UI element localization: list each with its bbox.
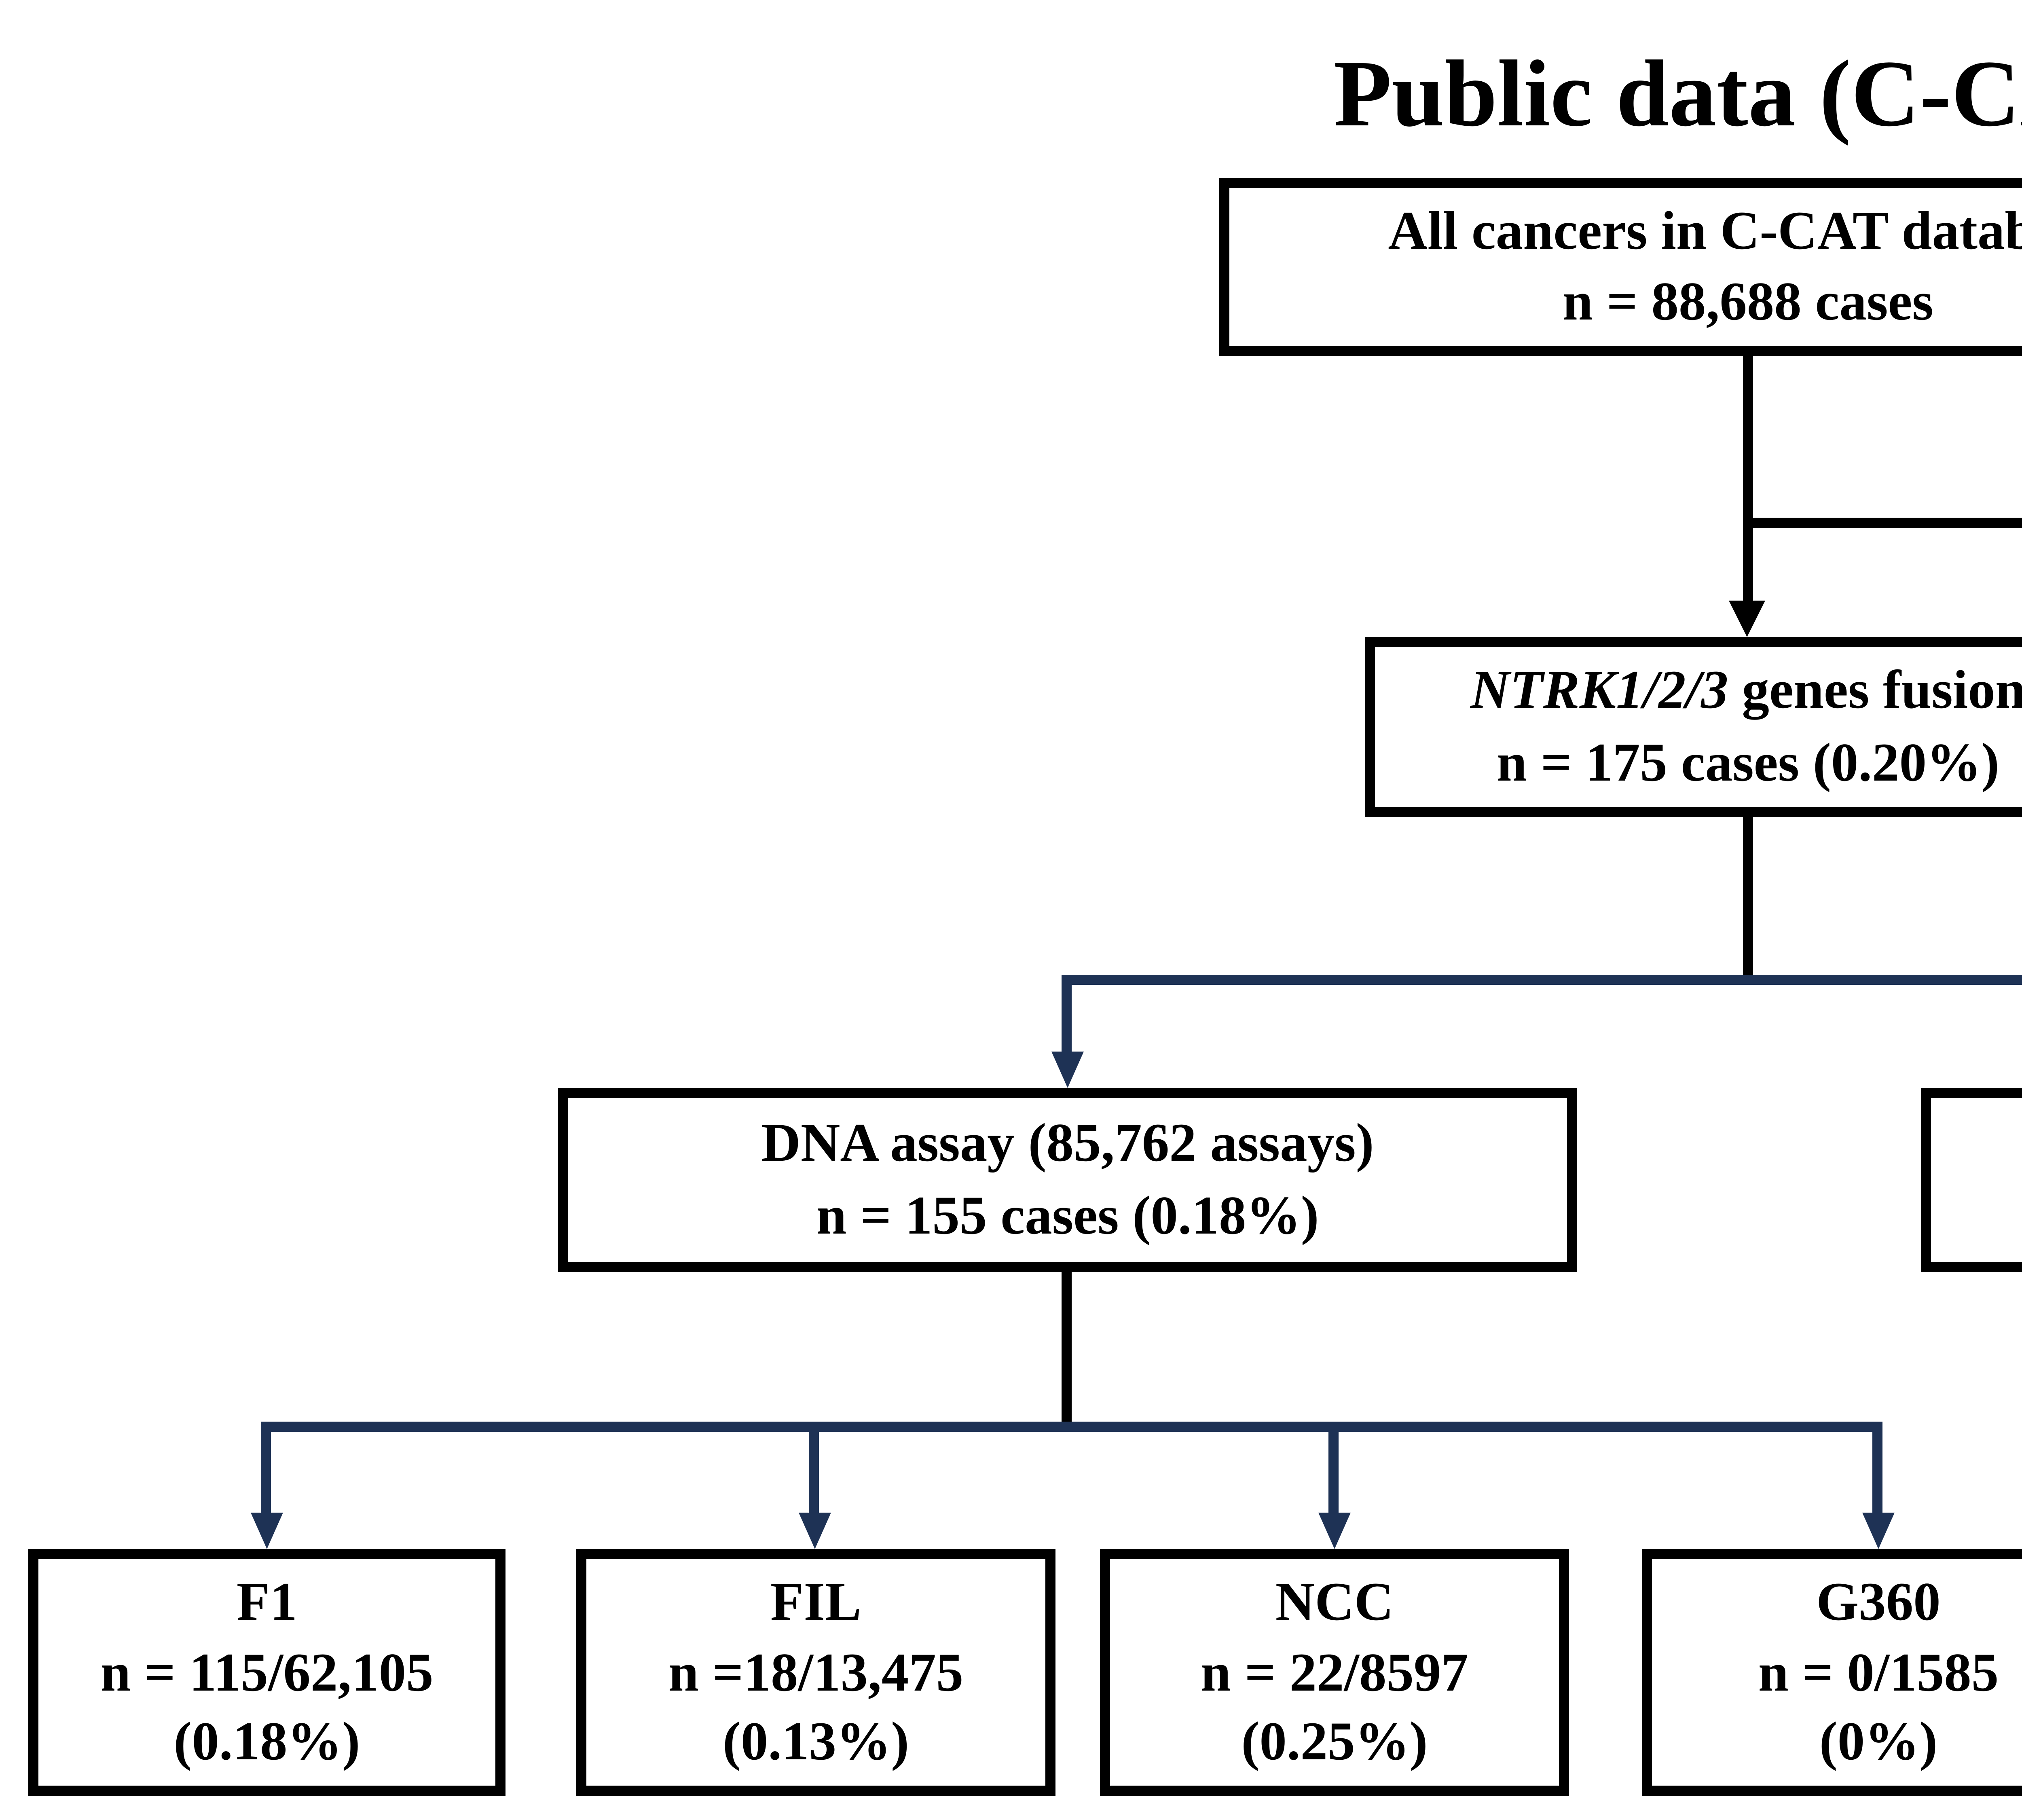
box-ntrk-fusion-line2: n = 175 cases (0.20%) — [1496, 731, 2000, 792]
box-f1-line3: (0.18%) — [173, 1711, 360, 1772]
box-dna-assay: DNA assay (85,762 assays) n = 155 cases … — [558, 1088, 1577, 1272]
ntrk-gene-italic: NTRK1/2/3 — [1470, 660, 1728, 721]
box-g360-line2: n = 0/1585 — [1758, 1641, 1999, 1702]
ntrk-fusion-rest: genes fusion — [1728, 660, 2022, 721]
box-dna-assay-line1: DNA assay (85,762 assays) — [761, 1112, 1374, 1173]
box-all-cancers: All cancers in C-CAT database n = 88,688… — [1219, 178, 2022, 356]
connector-ntrk-stem-vline — [1743, 817, 1753, 975]
box-fil-line2: n =18/13,475 — [668, 1641, 964, 1702]
arrowhead-into-ncc-icon — [1318, 1513, 1351, 1549]
connector-ntrk-split-hbar — [1062, 975, 2022, 985]
box-rna-assay: RNA assay (2926 assays) n = 20 cases (0.… — [1921, 1088, 2022, 1272]
box-fil-line3: (0.13%) — [722, 1711, 909, 1772]
arrowhead-into-ntrk-icon — [1729, 601, 1765, 637]
box-f1-line1: F1 — [237, 1570, 297, 1632]
arrowhead-into-fil-icon — [799, 1513, 831, 1549]
box-all-cancers-line1: All cancers in C-CAT database — [1388, 200, 2022, 261]
connector-allcancers-split-hline — [1743, 518, 2022, 528]
box-ntrk-fusion-line1: NTRK1/2/3 genes fusion — [1470, 663, 2022, 719]
box-fil: FIL n =18/13,475 (0.13%) — [576, 1549, 1055, 1796]
box-f1-line2: n = 115/62,105 — [100, 1641, 434, 1702]
box-g360-line1: G360 — [1816, 1570, 1941, 1632]
diagram-title: Public data (C-CAT) — [1333, 42, 2022, 148]
box-ntrk-fusion: NTRK1/2/3 genes fusion n = 175 cases (0.… — [1365, 637, 2022, 817]
connector-to-g360-vline — [1872, 1432, 1882, 1513]
box-ncc-line3: (0.25%) — [1241, 1711, 1428, 1772]
connector-to-fil-vline — [809, 1432, 819, 1513]
connector-to-ncc-vline — [1328, 1432, 1339, 1513]
box-ncc-line1: NCC — [1275, 1570, 1394, 1632]
arrowhead-into-g360-icon — [1862, 1513, 1895, 1549]
box-fil-line1: FIL — [770, 1570, 861, 1632]
box-dna-assay-line2: n = 155 cases (0.18%) — [816, 1185, 1319, 1246]
box-ncc: NCC n = 22/8597 (0.25%) — [1100, 1549, 1569, 1796]
connector-allcancers-ntrk-vline — [1743, 356, 1753, 601]
connector-dna-split-hbar — [261, 1422, 1882, 1432]
connector-dna-stem-vline — [1062, 1272, 1072, 1422]
arrowhead-into-f1-icon — [251, 1513, 283, 1549]
arrowhead-into-dna-icon — [1051, 1052, 1084, 1088]
box-g360: G360 n = 0/1585 (0%) — [1642, 1549, 2022, 1796]
box-all-cancers-line2: n = 88,688 cases — [1562, 271, 1933, 332]
box-g360-line3: (0%) — [1819, 1711, 1938, 1772]
connector-to-f1-vline — [261, 1432, 271, 1513]
box-f1: F1 n = 115/62,105 (0.18%) — [28, 1549, 506, 1796]
box-ncc-line2: n = 22/8597 — [1200, 1641, 1469, 1702]
connector-to-dna-vline — [1062, 985, 1072, 1052]
